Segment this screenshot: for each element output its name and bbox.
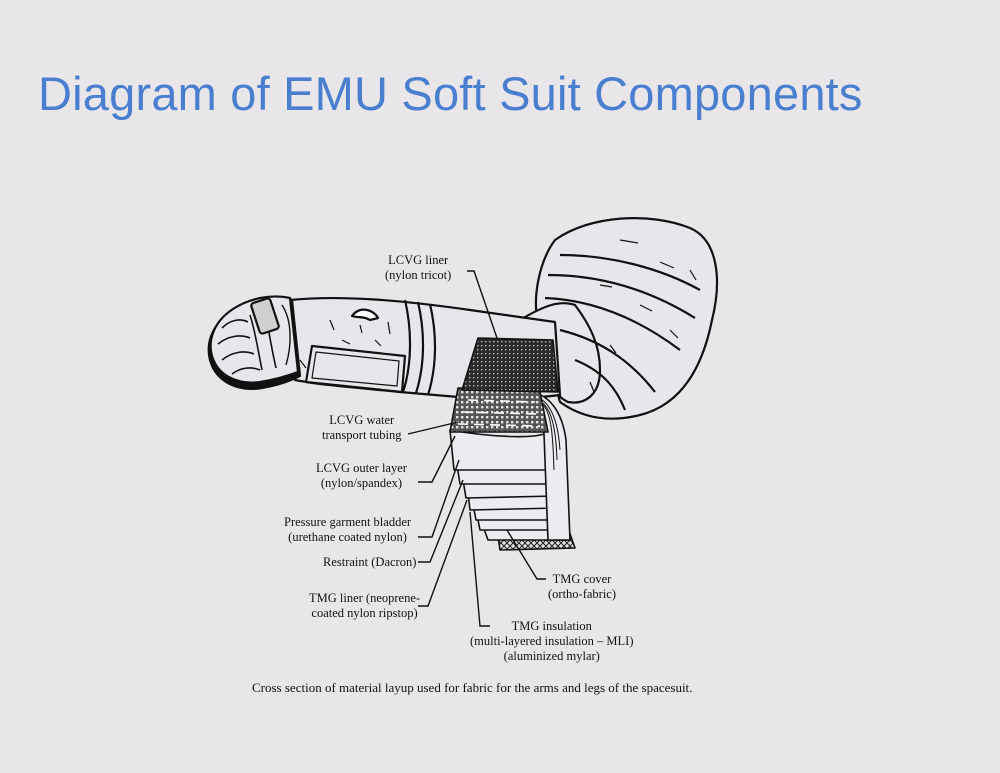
- material-layup-cross-section: [449, 337, 576, 551]
- label-tmg-insulation: TMG insulation (multi-layered insulation…: [470, 619, 634, 663]
- layer-lcvg-liner: [461, 337, 559, 393]
- label-pressure-garment-bladder: Pressure garment bladder (urethane coate…: [284, 515, 412, 544]
- label-restraint: Restraint (Dacron): [323, 555, 417, 569]
- layer-lcvg-outer: [449, 429, 549, 471]
- label-lcvg-water-tubing: LCVG water transport tubing: [322, 413, 402, 442]
- figure-caption: Cross section of material layup used for…: [252, 680, 693, 695]
- diagram-title: Diagram of EMU Soft Suit Components: [38, 67, 863, 120]
- label-lcvg-outer-layer: LCVG outer layer (nylon/spandex): [316, 461, 407, 490]
- label-tmg-cover: TMG cover (ortho-fabric): [548, 572, 617, 601]
- leader-lines: [407, 270, 546, 627]
- glove: [207, 295, 302, 390]
- label-tmg-liner: TMG liner (neoprene- coated nylon ripsto…: [309, 591, 421, 620]
- label-lcvg-liner: LCVG liner (nylon tricot): [385, 253, 452, 282]
